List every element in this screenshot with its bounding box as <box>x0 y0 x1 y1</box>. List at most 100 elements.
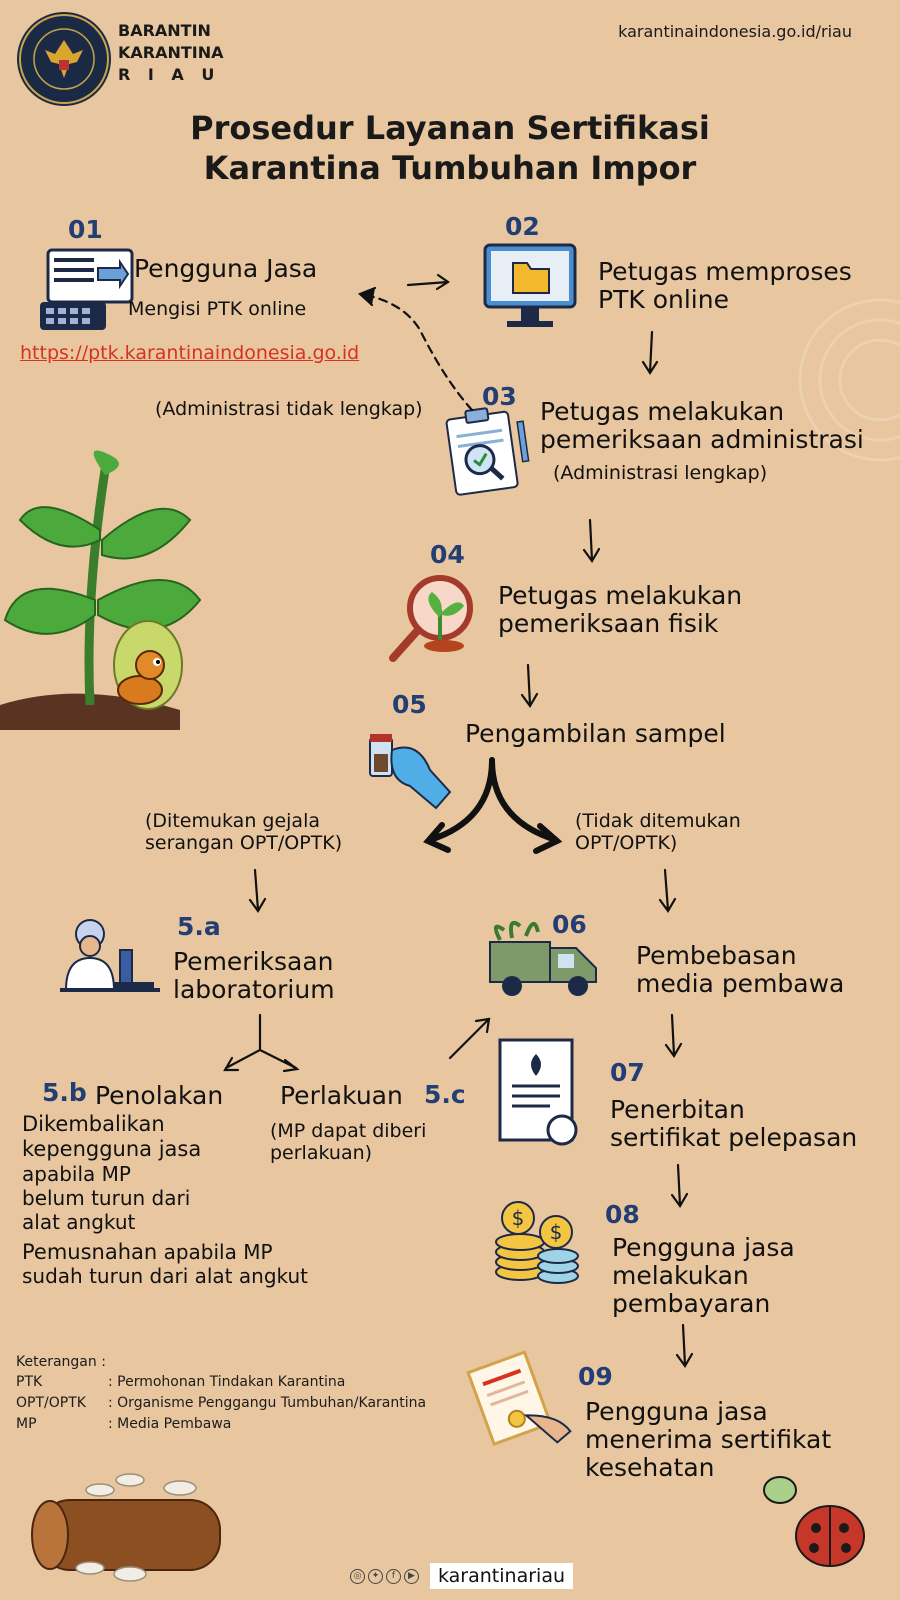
legend-key: PTK <box>16 1374 43 1390</box>
return-rule-line-1: apabila MP <box>22 1162 131 1186</box>
step-5c-number: 5.c <box>424 1080 466 1109</box>
step-08-title-line-2: melakukan <box>612 1261 749 1290</box>
youtube-icon[interactable]: ▶ <box>404 1568 419 1584</box>
magnifier-sprout-icon <box>389 575 473 662</box>
return-rule-line-2: belum turun dari <box>22 1186 191 1210</box>
step-01-number: 01 <box>68 215 103 244</box>
facebook-icon[interactable]: f <box>386 1568 401 1584</box>
sample-vial-glove-icon <box>369 734 452 810</box>
destroy-rule-line-2: sudah turun dari alat angkut <box>22 1264 308 1288</box>
logo-emblem-icon <box>17 12 111 106</box>
svg-text:$: $ <box>550 1220 563 1244</box>
step-02-title-line-2: PTK online <box>598 285 729 314</box>
step-06-title-line-2: media pembawa <box>636 969 845 998</box>
step-07-title-line-1: Penerbitan <box>610 1095 745 1124</box>
org-line-3: R I A U <box>118 65 221 84</box>
opt-found-note: (Ditemukan gejala serangan OPT/OPTK) <box>145 810 342 854</box>
org-line-1: BARANTIN <box>118 21 211 40</box>
step-04-number: 04 <box>430 540 465 569</box>
step-03-title-line-2: pemeriksaan administrasi <box>540 425 864 454</box>
legend-row: PTK : Permohonan Tindakan Karantina <box>16 1372 426 1393</box>
step-06-number: 06 <box>552 910 587 939</box>
split-arrow <box>423 757 563 854</box>
step-08-number: 08 <box>605 1200 640 1229</box>
step-5b-number: 5.b <box>42 1078 87 1107</box>
svg-text:$: $ <box>512 1206 525 1230</box>
legend-key: MP <box>16 1416 37 1432</box>
destroy-rule-bold: Pemusnahan <box>22 1240 158 1264</box>
step-08-title: Pengguna jasa melakukan pembayaran <box>612 1234 795 1318</box>
step-03-title-line-1: Petugas melakukan <box>540 397 785 426</box>
ladybug-icon <box>795 1505 865 1567</box>
step-06-title: Pembebasan media pembawa <box>636 942 844 998</box>
social-handle[interactable]: karantinariau <box>430 1563 573 1589</box>
website-url[interactable]: karantinaindonesia.go.id/riau <box>618 22 852 41</box>
title-line-2: Karantina Tumbuhan Impor <box>203 149 697 187</box>
step-06-title-line-1: Pembebasan <box>636 941 797 970</box>
instagram-icon[interactable]: ◎ <box>350 1568 365 1584</box>
return-rule-bold-line-2: kepengguna jasa <box>22 1137 202 1161</box>
legend-row: OPT/OPTK : Organisme Penggangu Tumbuhan/… <box>16 1393 426 1414</box>
step-02-title: Petugas memproses PTK online <box>598 258 852 314</box>
return-rule-bold-line-1: Dikembalikan <box>22 1112 165 1136</box>
destroy-rule: Pemusnahan apabila MP sudah turun dari a… <box>22 1240 308 1288</box>
step-02-title-line-1: Petugas memproses <box>598 257 852 286</box>
certificate-icon <box>498 1038 578 1146</box>
step-09-title-line-1: Pengguna jasa <box>585 1397 768 1426</box>
step-04-title-line-1: Petugas melakukan <box>498 581 743 610</box>
step-5c-title: Perlakuan <box>280 1081 403 1110</box>
step-01-subtitle: Mengisi PTK online <box>128 298 307 320</box>
step-5b-title: Penolakan <box>95 1081 224 1110</box>
legend-value: : Media Pembawa <box>108 1416 232 1432</box>
twitter-icon[interactable]: ✦ <box>368 1568 383 1584</box>
log-mushrooms-icon <box>31 1473 221 1582</box>
step-09-title-line-2: menerima sertifikat <box>585 1425 832 1454</box>
ptk-online-link[interactable]: https://ptk.karantinaindonesia.go.id <box>20 342 360 364</box>
step-01-title: Pengguna Jasa <box>134 254 318 283</box>
step-07-title: Penerbitan sertifikat pelepasan <box>610 1096 857 1152</box>
opt-found-note-line-2: serangan OPT/OPTK) <box>145 832 343 854</box>
coins-dollar-icon: $ $ <box>495 1201 579 1284</box>
step-08-title-line-3: pembayaran <box>612 1289 771 1318</box>
legend-key: OPT/OPTK <box>16 1395 86 1411</box>
opt-not-found-note-line-1: (Tidak ditemukan <box>575 810 741 832</box>
title-line-1: Prosedur Layanan Sertifikasi <box>190 109 710 147</box>
scientist-microscope-icon <box>60 919 160 992</box>
step-03-number: 03 <box>482 382 517 411</box>
typing-computer-icon <box>40 248 134 330</box>
step-05-number: 05 <box>392 690 427 719</box>
clipboard-magnifier-icon <box>445 407 530 496</box>
page-title: Prosedur Layanan Sertifikasi Karantina T… <box>0 108 900 188</box>
treatment-note: (MP dapat diberi perlakuan) <box>270 1120 426 1164</box>
step-04-title-line-2: pemeriksaan fisik <box>498 609 719 638</box>
treatment-note-line-2: perlakuan) <box>270 1142 373 1164</box>
step-05-title: Pengambilan sampel <box>465 719 726 748</box>
step-5a-title-line-2: laboratorium <box>173 975 335 1004</box>
treatment-note-line-1: (MP dapat diberi <box>270 1120 427 1142</box>
admin-complete-note: (Administrasi lengkap) <box>553 462 768 484</box>
step-03-title: Petugas melakukan pemeriksaan administra… <box>540 398 864 454</box>
monitor-folder-icon <box>483 243 577 327</box>
opt-not-found-note: (Tidak ditemukan OPT/OPTK) <box>575 810 741 854</box>
step-09-title: Pengguna jasa menerima sertifikat keseha… <box>585 1398 831 1482</box>
return-rule: Dikembalikan kepengguna jasa apabila MP … <box>22 1112 201 1234</box>
logo <box>15 10 113 108</box>
opt-not-found-note-line-2: OPT/OPTK) <box>575 832 678 854</box>
step-09-number: 09 <box>578 1362 613 1391</box>
return-rule-line-3: alat angkut <box>22 1210 136 1234</box>
legend-heading: Keterangan : <box>16 1354 106 1370</box>
opt-found-note-line-1: (Ditemukan gejala <box>145 810 320 832</box>
step-04-title: Petugas melakukan pemeriksaan fisik <box>498 582 742 638</box>
step-09-title-line-3: kesehatan <box>585 1453 715 1482</box>
plant-with-ant-icon <box>0 450 202 730</box>
step-07-number: 07 <box>610 1058 645 1087</box>
step-5a-number: 5.a <box>177 912 221 941</box>
step-07-title-line-2: sertifikat pelepasan <box>610 1123 858 1152</box>
legend-value: : Organisme Penggangu Tumbuhan/Karantina <box>108 1395 427 1411</box>
step-02-number: 02 <box>505 212 540 241</box>
step-08-title-line-1: Pengguna jasa <box>612 1233 795 1262</box>
step-5a-title-line-1: Pemeriksaan <box>173 947 334 976</box>
legend-row: MP : Media Pembawa <box>16 1414 426 1435</box>
footer-social: ◎ ✦ f ▶ karantinariau <box>350 1563 573 1589</box>
org-name: BARANTIN KARANTINA R I A U <box>118 20 224 86</box>
